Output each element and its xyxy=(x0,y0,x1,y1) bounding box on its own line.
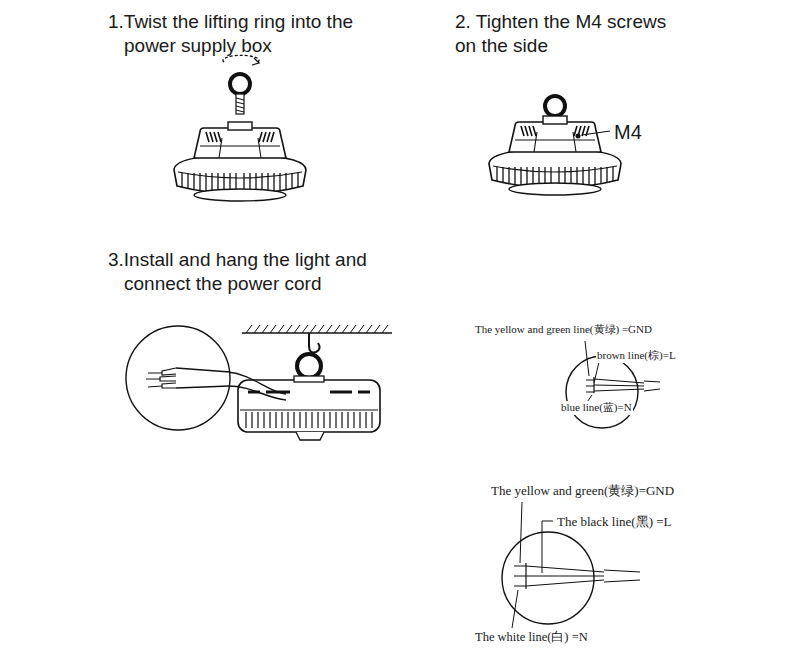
wire-label: blue line(蓝)=N xyxy=(560,401,633,415)
hook xyxy=(297,333,321,378)
wire-label: The white line(白) =N xyxy=(474,630,589,646)
wire-label: brown line(棕)=L xyxy=(596,349,677,363)
lifting-ring xyxy=(230,74,250,114)
part-label: M4 xyxy=(614,120,642,145)
wire-label: The yellow and green(黄绿)=GND xyxy=(490,483,675,499)
wire-label: The black line(黑) =L xyxy=(556,514,673,530)
step-heading: 2. Tighten the M4 screws on the side xyxy=(455,10,680,58)
lifting-ring xyxy=(545,96,565,116)
power-cord xyxy=(228,372,286,400)
step-heading: 1.Twist the lifting ring into the power … xyxy=(108,10,382,58)
m4-screw xyxy=(576,131,611,139)
step-heading: 3.Install and hang the light and connect… xyxy=(108,248,393,296)
rotation-arrow xyxy=(223,55,259,65)
lamp-body xyxy=(174,122,306,201)
wire-magnifier xyxy=(126,326,230,430)
lamp-side-view xyxy=(238,376,380,440)
wire-label: The yellow and green line(黄绿) =GND xyxy=(474,323,653,337)
lamp-body xyxy=(489,116,621,195)
ceiling xyxy=(242,325,392,333)
